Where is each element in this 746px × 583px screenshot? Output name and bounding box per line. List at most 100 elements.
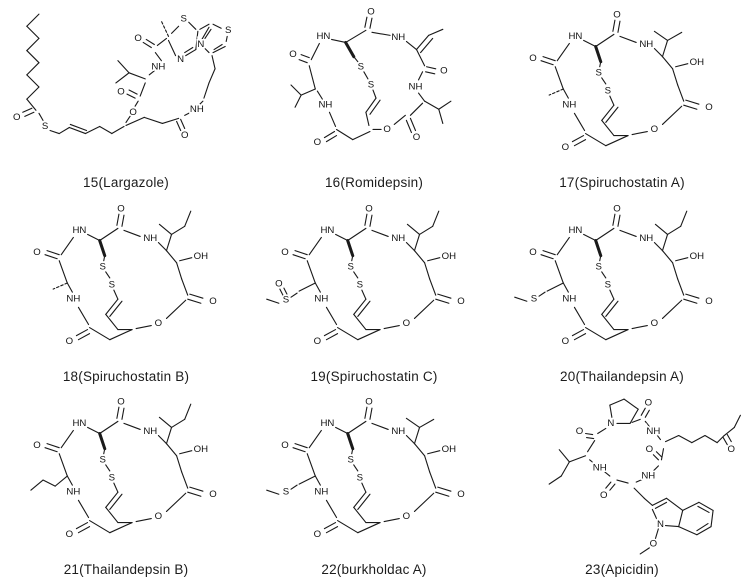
atom-label: NH <box>639 39 653 50</box>
atom-label: O <box>314 137 322 148</box>
atom-label: S <box>531 294 537 305</box>
atom-label: O <box>383 124 391 135</box>
atom-label: O <box>413 132 421 143</box>
atom-label: S <box>605 86 611 97</box>
atom-label: O <box>728 444 736 455</box>
atom-label: O <box>613 204 621 215</box>
atom-label: NH <box>639 233 653 244</box>
atom-label: N <box>197 39 204 50</box>
compound-caption: 19(Spiruchostatin C) <box>310 369 438 384</box>
atom-label: O <box>576 426 584 437</box>
atom-label: NH <box>66 487 80 498</box>
atom-label: S <box>42 121 48 132</box>
atom-label: O <box>209 296 217 307</box>
atom-label: N <box>607 418 614 429</box>
atom-label: O <box>117 397 125 408</box>
atom-label: S <box>100 261 106 272</box>
atom-label: O <box>209 489 217 500</box>
atom-label: O <box>529 53 537 64</box>
atom-label: O <box>650 538 658 549</box>
atom-label: O <box>275 279 283 290</box>
atom-label: NH <box>562 294 576 305</box>
atom-label: NH <box>151 61 165 72</box>
atom-label: O <box>403 318 411 329</box>
atom-label: S <box>348 261 354 272</box>
atom-label: NH <box>66 294 80 305</box>
atom-label: OH <box>194 251 208 262</box>
atom-label: HN <box>569 31 583 42</box>
atom-label: S <box>368 79 374 90</box>
atom-label: NH <box>314 487 328 498</box>
compound-caption: 20(Thailandepsin A) <box>560 369 684 384</box>
atom-label: OH <box>690 57 704 68</box>
atom-label: NH <box>391 233 405 244</box>
compound-caption: 22(burkholdac A) <box>321 562 427 577</box>
atom-label: O <box>155 511 163 522</box>
atom-label: O <box>129 107 137 118</box>
atom-label: NH <box>641 471 655 482</box>
compound-caption: 15(Largazole) <box>83 175 169 190</box>
atom-label: O <box>651 124 659 135</box>
atom-label: O <box>33 247 41 258</box>
atom-label: O <box>314 529 322 540</box>
atom-label: O <box>646 444 654 455</box>
atom-label: HN <box>569 225 583 236</box>
atom-label: HN <box>321 418 335 429</box>
atom-label: S <box>596 67 602 78</box>
atom-label: HN <box>73 225 87 236</box>
atom-label: O <box>181 130 189 141</box>
compound-caption: 21(Thailandepsin B) <box>63 562 189 577</box>
atom-label: HN <box>316 31 330 42</box>
atom-label: NH <box>143 426 157 437</box>
atom-label: O <box>645 398 653 409</box>
atom-label: NH <box>409 82 423 93</box>
atom-label: OH <box>442 251 456 262</box>
atom-label: O <box>365 397 373 408</box>
atom-label: S <box>180 14 186 25</box>
atom-label: O <box>281 247 289 258</box>
atom-label: OH <box>442 444 456 455</box>
atom-label: O <box>66 336 74 347</box>
atom-label: NH <box>562 100 576 111</box>
compound-caption: 18(Spiruchostatin B) <box>62 369 190 384</box>
atom-label: O <box>66 529 74 540</box>
atom-label: O <box>562 142 570 153</box>
atom-label: O <box>117 87 125 98</box>
atom-label: O <box>117 204 125 215</box>
atom-label: O <box>529 247 537 258</box>
atom-label: OH <box>690 251 704 262</box>
atom-label: N <box>177 54 184 65</box>
atom-label: S <box>225 25 231 36</box>
atom-label: O <box>705 296 713 307</box>
atom-label: NH <box>190 104 204 115</box>
atom-label: S <box>596 261 602 272</box>
compound-caption: 23(Apicidin) <box>585 562 659 577</box>
atom-label: S <box>283 295 289 306</box>
compound-caption: 16(Romidepsin) <box>324 175 424 190</box>
atom-label: S <box>283 487 289 498</box>
